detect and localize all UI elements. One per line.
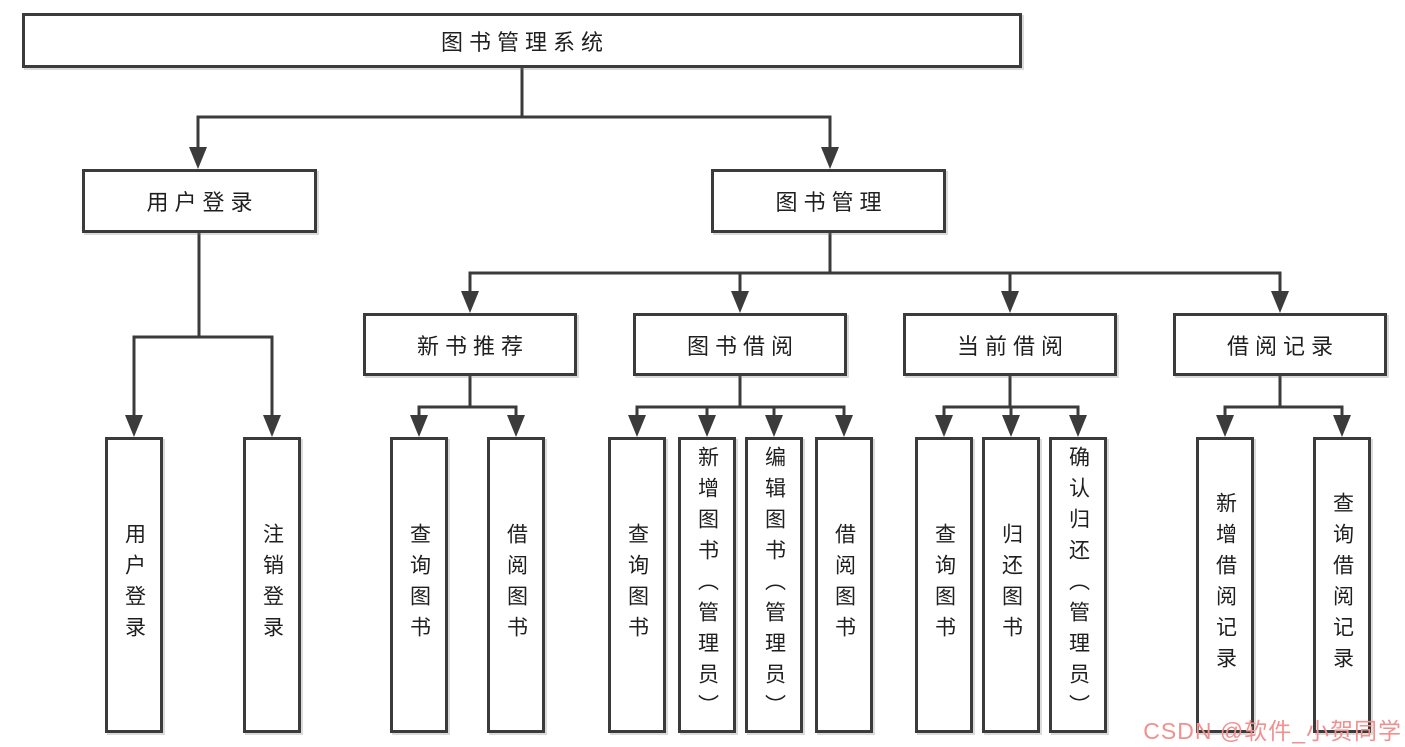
leaf-borrow-query-books: 查询图书 <box>608 437 666 733</box>
leaf-borrow-borrow-books: 借阅图书 <box>815 437 873 733</box>
node-book-borrow: 图书借阅 <box>633 313 847 376</box>
leaf-current-return-books-label: 归还图书 <box>999 523 1023 647</box>
leaf-recommend-borrow-books-label: 借阅图书 <box>504 523 528 647</box>
leaf-borrow-add-book-admin: 新增图书（管理员） <box>678 437 736 733</box>
leaf-current-return-books: 归还图书 <box>982 437 1040 733</box>
leaf-recommend-borrow-books: 借阅图书 <box>487 437 545 733</box>
node-root-label: 图书管理系统 <box>440 29 609 55</box>
leaf-current-query-books: 查询图书 <box>915 437 973 733</box>
node-current-borrow-label: 当前借阅 <box>956 333 1069 359</box>
leaf-borrow-borrow-books-label: 借阅图书 <box>832 523 856 647</box>
node-book-management: 图书管理 <box>711 169 946 233</box>
leaf-borrow-query-books-label: 查询图书 <box>625 523 649 647</box>
leaf-borrow-edit-book-admin: 编辑图书（管理员） <box>745 437 803 733</box>
node-book-borrow-label: 图书借阅 <box>686 333 799 359</box>
leaf-user-login: 用户登录 <box>105 437 163 733</box>
leaf-logout: 注销登录 <box>243 437 301 733</box>
leaf-records-add-record-label: 新增借阅记录 <box>1213 492 1237 678</box>
leaf-current-query-books-label: 查询图书 <box>932 523 956 647</box>
leaf-records-query-record-label: 查询借阅记录 <box>1330 492 1354 678</box>
node-borrow-records-label: 借阅记录 <box>1226 333 1339 359</box>
node-root: 图书管理系统 <box>22 13 1022 68</box>
leaf-user-login-label: 用户登录 <box>122 523 146 647</box>
csdn-watermark: CSDN @软件_小贺同学 <box>1143 718 1402 744</box>
node-user-login: 用户登录 <box>82 169 317 233</box>
node-new-book-recommend-label: 新书推荐 <box>416 333 529 359</box>
leaf-borrow-edit-book-admin-label: 编辑图书（管理员） <box>762 445 786 725</box>
node-current-borrow: 当前借阅 <box>903 313 1117 376</box>
node-user-login-label: 用户登录 <box>146 190 259 215</box>
leaf-borrow-add-book-admin-label: 新增图书（管理员） <box>695 445 719 725</box>
leaf-recommend-query-books: 查询图书 <box>390 437 448 733</box>
node-new-book-recommend: 新书推荐 <box>363 313 577 376</box>
leaf-records-add-record: 新增借阅记录 <box>1196 437 1254 733</box>
leaf-records-query-record: 查询借阅记录 <box>1313 437 1371 733</box>
leaf-recommend-query-books-label: 查询图书 <box>407 523 431 647</box>
arrowheads <box>125 147 1351 437</box>
leaf-current-confirm-return-admin-label: 确认归还（管理员） <box>1066 445 1090 725</box>
leaf-current-confirm-return-admin: 确认归还（管理员） <box>1049 437 1107 733</box>
leaf-logout-label: 注销登录 <box>260 523 284 647</box>
node-borrow-records: 借阅记录 <box>1173 313 1387 376</box>
node-book-management-label: 图书管理 <box>775 190 888 215</box>
